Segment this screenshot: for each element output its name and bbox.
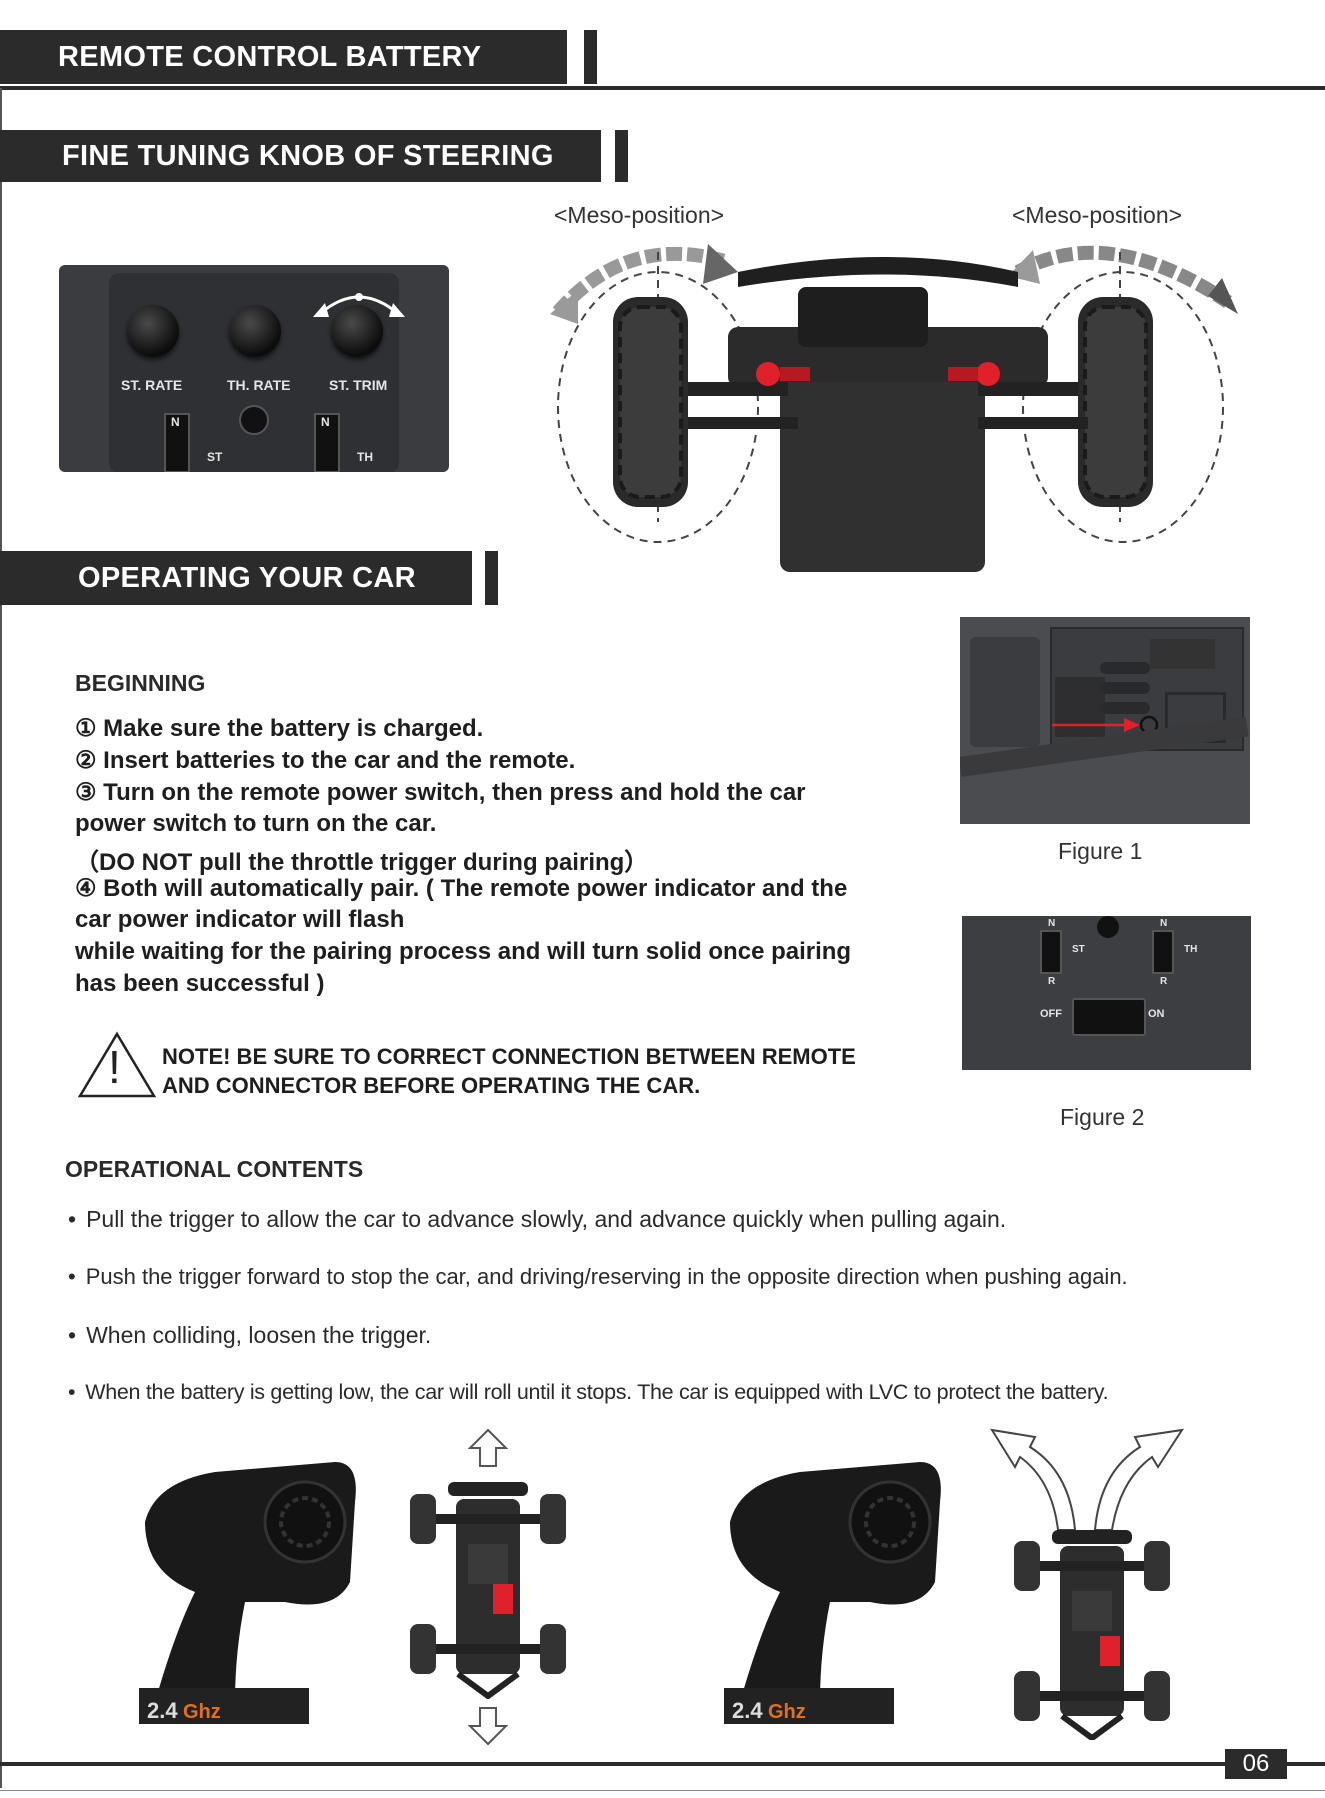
figure-2-image: N ST R N TH R OFF ON: [962, 916, 1251, 1070]
page-number-badge: 06: [1225, 1749, 1287, 1779]
knob-label-st-rate: ST. RATE: [121, 377, 183, 393]
step-4-line2: car power indicator will flash: [75, 906, 405, 933]
header-tick: [485, 551, 498, 605]
car-steering-illustration: [550, 244, 1238, 572]
remote-brand-main-2: 2.4: [732, 1698, 763, 1723]
fig2-label-th: TH: [1184, 944, 1198, 955]
header-tick: [584, 30, 597, 84]
operational-item-1: Pull the trigger to allow the car to adv…: [68, 1206, 1006, 1233]
switch-label-st: ST: [207, 450, 223, 464]
footer-rule: [0, 1762, 1325, 1766]
fig1-left-part: [970, 637, 1040, 747]
th-rate-knob: [229, 305, 281, 357]
fig1-panel: [1150, 639, 1215, 669]
car-top-view-image-2: [1014, 1530, 1170, 1740]
step-3-note: （DO NOT pull the throttle trigger during…: [75, 849, 649, 876]
remote-brand-main: 2.4: [147, 1698, 178, 1723]
warning-mark: !: [108, 1041, 121, 1093]
remote-transmitter-image-1: 2.4 Ghz: [139, 1462, 356, 1724]
fig2-power-switch: [1072, 998, 1146, 1036]
step-3-line1: ③ Turn on the remote power switch, then …: [75, 779, 806, 806]
fig1-slot-1: [1100, 662, 1150, 674]
step-4-line1: ④ Both will automatically pair. ( The re…: [75, 875, 848, 902]
remote-transmitter-image-2: 2.4 Ghz: [724, 1462, 941, 1724]
remote-knob-panel-image: ST. RATE TH. RATE ST. TRIM N ST N TH: [59, 265, 449, 472]
fig2-label-off: OFF: [1040, 1008, 1062, 1020]
turn-arrows-icon: [990, 1428, 1185, 1531]
beginning-heading: BEGINNING: [75, 670, 206, 696]
fig2-st-switch: [1040, 930, 1062, 974]
st-rate-knob: [127, 305, 179, 357]
left-border: [0, 88, 2, 1788]
operational-item-3: When colliding, loosen the trigger.: [68, 1322, 431, 1349]
st-switch-slot: [164, 413, 190, 472]
figure-2-caption: Figure 2: [1060, 1104, 1145, 1130]
section-header-operating: OPERATING YOUR CAR: [0, 551, 472, 605]
note-line-2: AND CONNECTOR BEFORE OPERATING THE CAR.: [162, 1073, 701, 1098]
note-line-1: NOTE! BE SURE TO CORRECT CONNECTION BETW…: [162, 1044, 856, 1069]
section-title-operating: OPERATING YOUR CAR: [78, 561, 416, 594]
step-3-line2: power switch to turn on the car.: [75, 810, 437, 837]
switch-label-th: TH: [357, 450, 373, 464]
divider-rule: [0, 86, 1325, 90]
meso-position-label-left: <Meso-position>: [554, 202, 725, 228]
fig2-th-switch: [1152, 930, 1174, 974]
car-top-view-image-1: [410, 1482, 566, 1699]
fig1-slot-3: [1100, 702, 1150, 714]
st-trim-knob: [331, 305, 383, 357]
section-header-battery: REMOTE CONTROL BATTERY: [0, 30, 567, 84]
fig2-label-on: ON: [1148, 1008, 1165, 1020]
section-title-steering: FINE TUNING KNOB OF STEERING: [62, 139, 554, 172]
page-number: 06: [1242, 1750, 1270, 1777]
figure-1-caption: Figure 1: [1058, 838, 1143, 864]
step-4-line4: has been successful ): [75, 970, 325, 997]
footer-thin-rule: [0, 1790, 1325, 1791]
step-2: ② Insert batteries to the car and the re…: [75, 747, 576, 774]
trim-arrow-icon: [313, 293, 405, 317]
remote-brand-suffix-2: Ghz: [768, 1701, 806, 1723]
figure-1-image: [960, 617, 1250, 824]
fig2-label-st: ST: [1072, 944, 1085, 955]
step-1: ① Make sure the battery is charged.: [75, 715, 484, 742]
operational-heading: OPERATIONAL CONTENTS: [65, 1156, 364, 1182]
operational-item-4: When the battery is getting low, the car…: [68, 1380, 1108, 1405]
step-4-line3: while waiting for the pairing process an…: [75, 938, 852, 965]
knob-label-st-trim: ST. TRIM: [329, 377, 388, 393]
header-tick: [615, 130, 628, 182]
th-switch-slot: [314, 413, 340, 472]
fig1-slot-2: [1100, 682, 1150, 694]
switch-label-th-n: N: [321, 415, 330, 429]
arrow-down-icon: [468, 1707, 508, 1746]
panel-indicator-led: [239, 405, 269, 435]
knob-label-th-rate: TH. RATE: [227, 377, 291, 393]
meso-position-label-right: <Meso-position>: [1012, 202, 1183, 228]
fig2-label-n1: N: [1048, 918, 1056, 929]
operational-item-2: Push the trigger forward to stop the car…: [68, 1264, 1128, 1290]
remote-brand-suffix: Ghz: [183, 1701, 221, 1723]
fig2-label-r2: R: [1160, 976, 1168, 987]
arrow-up-icon: [468, 1428, 508, 1467]
section-title-battery: REMOTE CONTROL BATTERY: [58, 40, 482, 73]
fig2-led: [1097, 916, 1119, 938]
fig1-switch-box: [1055, 677, 1105, 737]
switch-label-st-n: N: [171, 415, 180, 429]
fig2-label-r1: R: [1048, 976, 1056, 987]
section-header-steering: FINE TUNING KNOB OF STEERING: [0, 130, 601, 182]
warning-triangle-icon: [77, 1031, 157, 1098]
fig2-label-n2: N: [1160, 918, 1168, 929]
